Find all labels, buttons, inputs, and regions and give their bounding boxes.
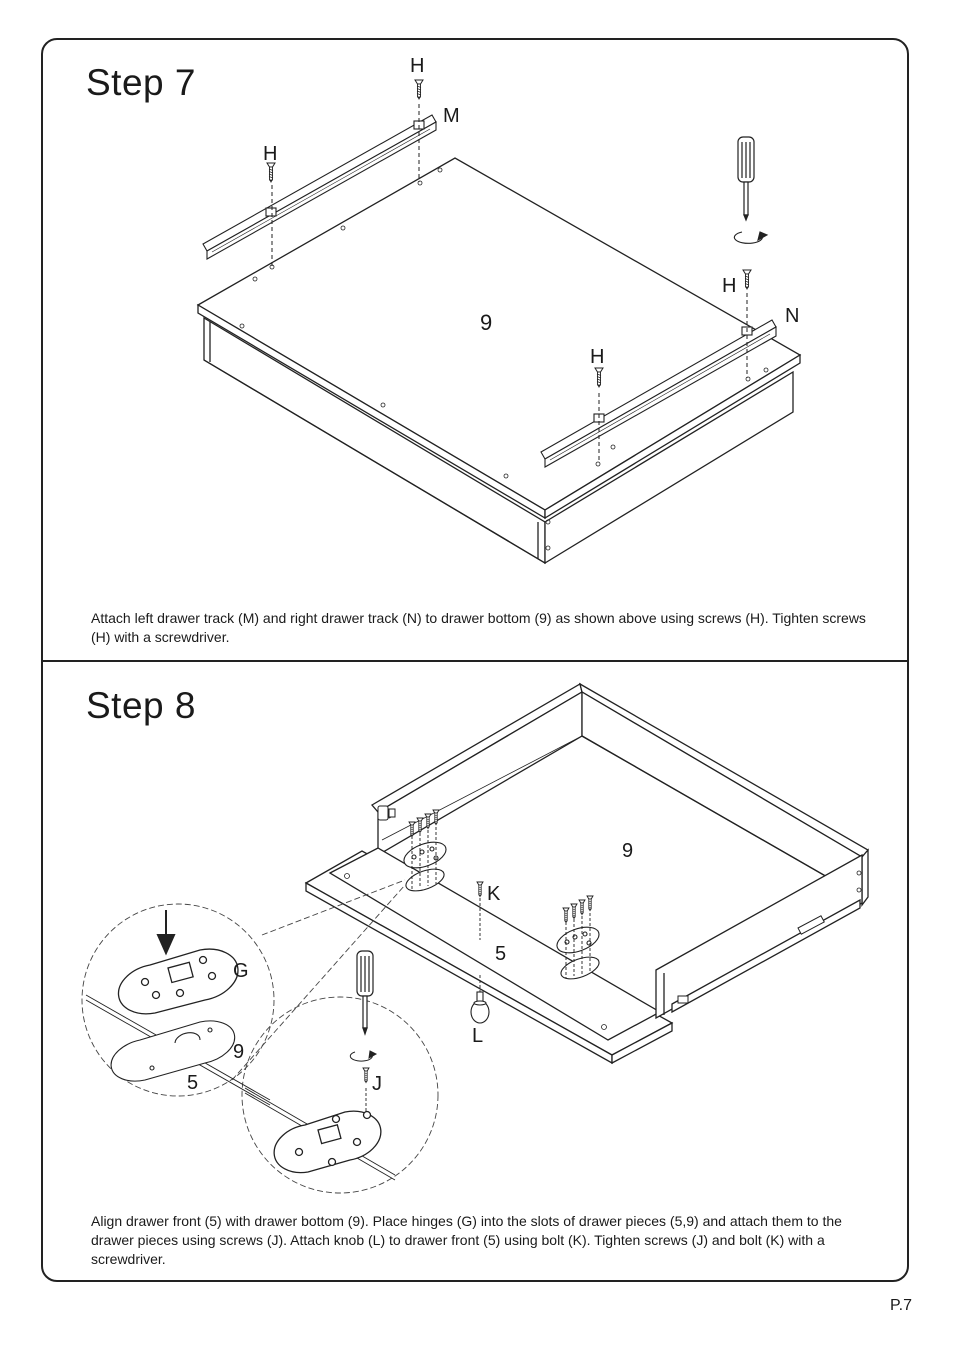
label-m: M — [443, 105, 460, 127]
step7-description: Attach left drawer track (M) and right d… — [91, 610, 866, 645]
label-h: H — [722, 275, 736, 297]
label-part-9: 9 — [480, 310, 492, 335]
step7-illustration: H M H H N H 9 — [196, 55, 802, 565]
step7-title: Step 7 — [86, 62, 196, 103]
step8-title: Step 8 — [86, 685, 196, 726]
step8-description: Align drawer front (5) with drawer botto… — [91, 1213, 842, 1267]
screw-h-icon — [742, 269, 752, 291]
page-number: P.7 — [890, 1297, 912, 1314]
drawer-bottom-board — [196, 157, 802, 565]
board-holes — [239, 167, 769, 551]
label-h: H — [263, 143, 277, 165]
label-n: N — [785, 305, 799, 327]
guide-lines — [271, 104, 748, 463]
label-h: H — [590, 346, 604, 368]
screwdriver-icon — [737, 136, 755, 222]
screw-h-icon — [266, 162, 276, 184]
rotate-clockwise-icon — [733, 231, 769, 244]
step-divider — [41, 660, 909, 662]
label-h: H — [410, 55, 424, 77]
screw-h-icon — [414, 79, 424, 101]
